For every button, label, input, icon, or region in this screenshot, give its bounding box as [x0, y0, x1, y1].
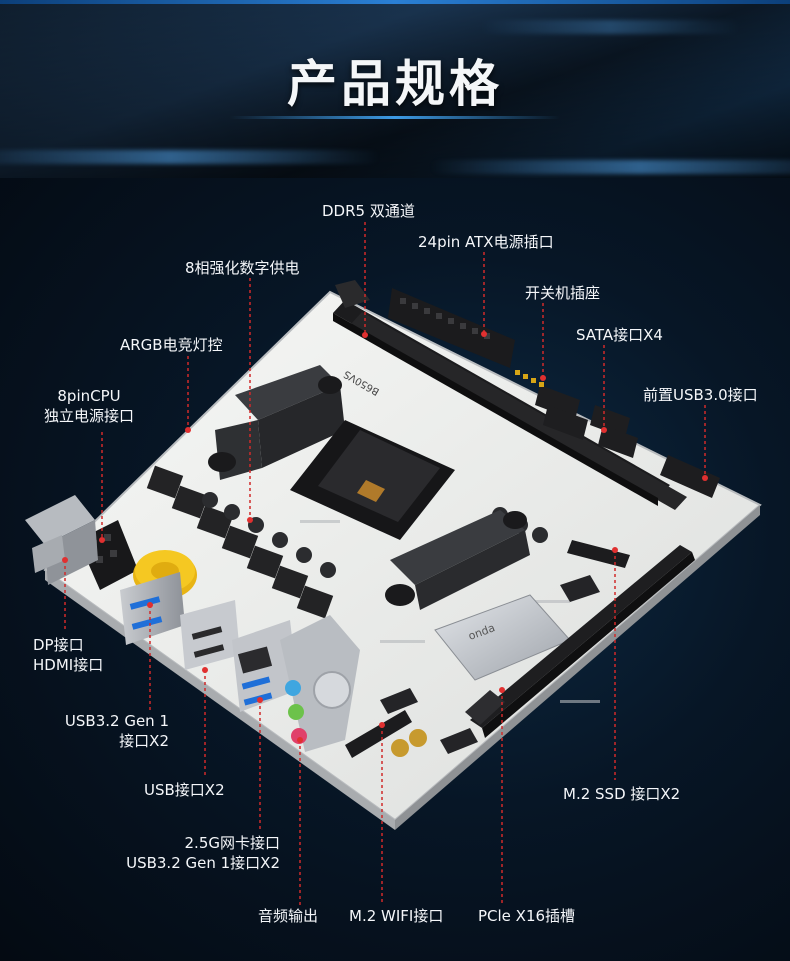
light-streak [0, 150, 380, 164]
label-m2-wifi: M.2 WIFI接口 [349, 907, 444, 925]
power-switch-header [515, 370, 544, 387]
light-streak [430, 160, 790, 174]
label-lan-usb-line2: USB3.2 Gen 1接口X2 [126, 854, 280, 872]
front-usb-header [660, 455, 720, 498]
label-argb: ARGB电竞灯控 [120, 336, 223, 354]
chipset-heatsink-bracket [385, 510, 530, 610]
label-usb32-gen1: USB3.2 Gen 1 接口X2 [55, 711, 169, 751]
label-dp-hdmi: DP接口 HDMI接口 [33, 635, 103, 675]
leader-lines [64, 222, 706, 905]
light-streak [480, 20, 740, 34]
label-audio: 音频输出 [258, 907, 319, 925]
label-usb-x2: USB接口X2 [144, 781, 225, 799]
atx-24pin-connector [388, 288, 515, 368]
m2-ssd-slot [567, 540, 630, 568]
label-front-usb: 前置USB3.0接口 [643, 386, 758, 404]
label-atx-24pin: 24pin ATX电源插口 [418, 233, 554, 251]
cpu-socket [290, 420, 455, 540]
ddr5-slots [333, 280, 687, 510]
label-cpu-8pin-line1: 8pinCPU [57, 387, 121, 405]
label-usb32-line2: 接口X2 [119, 732, 169, 750]
label-cpu-8pin: 8pinCPU 独立电源接口 [30, 386, 148, 426]
rear-io-ports [25, 495, 360, 752]
label-vrm: 8相强化数字供电 [185, 259, 300, 277]
sata-ports [535, 385, 638, 458]
label-power-switch: 开关机插座 [525, 284, 601, 302]
motherboard-illustration: onda [25, 222, 762, 905]
audio-capacitors [391, 729, 427, 757]
product-spec-area: onda [0, 178, 790, 961]
label-ddr5: DDR5 双通道 [322, 202, 415, 220]
label-usb32-line1: USB3.2 Gen 1 [64, 712, 169, 730]
title-underline [230, 116, 560, 119]
pcb-edge [395, 505, 760, 830]
label-cpu-8pin-line2: 独立电源接口 [43, 407, 134, 425]
pcie-x16-slot [465, 545, 695, 738]
header-banner: 产品规格 [0, 0, 790, 178]
page-title: 产品规格 [287, 55, 503, 113]
m2-wifi-slot [345, 710, 412, 758]
label-dp: DP接口 [33, 636, 84, 654]
m2-ssd-heatsink: onda [434, 594, 571, 681]
vrm-chokes [146, 465, 334, 619]
label-pcie: PCle X16插槽 [478, 907, 576, 925]
label-lan: 2.5G网卡接口 [184, 834, 280, 852]
header-top-accent [0, 0, 790, 4]
label-hdmi: HDMI接口 [33, 656, 104, 674]
label-sata: SATA接口X4 [576, 326, 663, 344]
leader-dots [62, 331, 708, 743]
ic-chips [380, 575, 600, 754]
label-m2-ssd: M.2 SSD 接口X2 [563, 785, 681, 803]
label-lan-usb: 2.5G网卡接口 USB3.2 Gen 1接口X2 [120, 833, 280, 873]
